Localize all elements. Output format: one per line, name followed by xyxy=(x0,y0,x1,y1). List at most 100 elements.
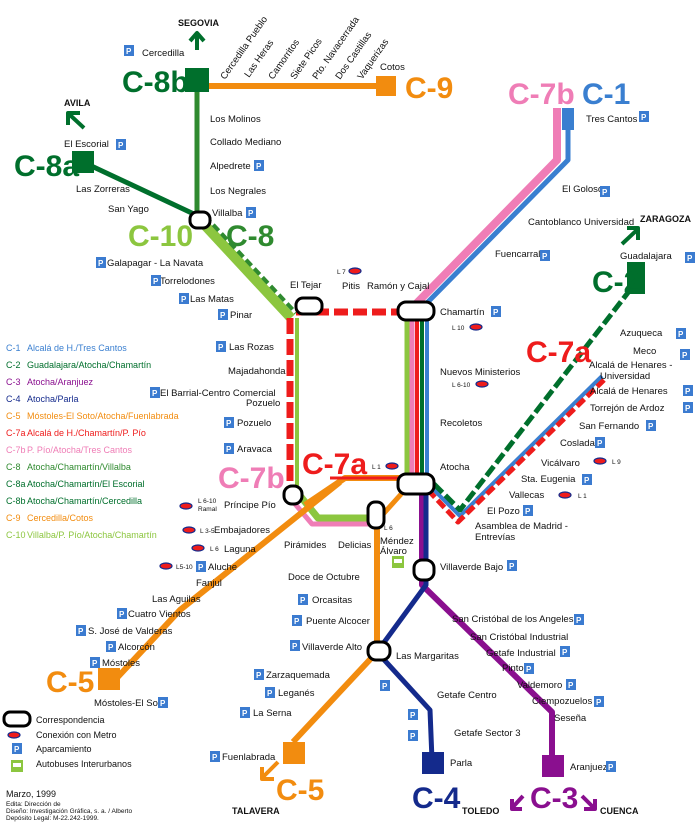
svg-text:C-9: C-9 xyxy=(6,513,21,523)
svg-text:P: P xyxy=(181,295,187,304)
svg-text:P: P xyxy=(118,141,124,150)
station-mostoles: Móstoles xyxy=(102,658,140,669)
parking-icon: P xyxy=(246,207,256,218)
interchange-principe-pio xyxy=(282,484,304,506)
svg-text:P: P xyxy=(212,753,218,762)
svg-text:C-10: C-10 xyxy=(6,530,26,540)
bus-icon xyxy=(392,556,404,568)
parking-icon: P xyxy=(560,646,570,657)
terminal-parla xyxy=(422,752,444,774)
station-getafe-sector3: Getafe Sector 3 xyxy=(454,728,521,739)
svg-text:Atocha/Parla: Atocha/Parla xyxy=(27,394,79,404)
station-collado-mediano: Collado Mediano xyxy=(210,137,281,148)
parking-icon: P xyxy=(540,250,550,261)
svg-text:Atocha/Chamartín/El Escorial: Atocha/Chamartín/El Escorial xyxy=(27,479,145,489)
metro-l5-10: L5-10 xyxy=(176,564,193,571)
footer-credit-1: Edita: Dirección de xyxy=(6,801,61,808)
label-c5-bottom: C-5 xyxy=(276,774,324,807)
line-c10-south xyxy=(294,489,370,522)
svg-text:Alcalá de H./Chamartín/P. Pío: Alcalá de H./Chamartín/P. Pío xyxy=(27,428,146,438)
parking-icon: P xyxy=(196,561,206,572)
station-getafe-ind: Getafe Industrial xyxy=(486,648,556,659)
svg-text:Aparcamiento: Aparcamiento xyxy=(36,744,92,754)
station-asamblea-1: Asamblea de Madrid - xyxy=(475,521,568,532)
station-coslada: Coslada xyxy=(560,438,596,449)
interchange-el-tejar xyxy=(294,296,324,316)
station-fanjul: Fanjul xyxy=(196,578,222,589)
svg-text:Móstoles-El Soto/Atocha/Fuenla: Móstoles-El Soto/Atocha/Fuenlabrada xyxy=(27,411,179,421)
footer-credit-2: Diseño: Investigación Gráfica, s. a. / A… xyxy=(6,808,132,815)
parking-icon: P xyxy=(380,680,390,691)
svg-text:P: P xyxy=(160,699,166,708)
parking-icon: P xyxy=(90,657,100,668)
station-orcasitas: Orcasitas xyxy=(312,595,352,606)
station-el-goloso: El Goloso xyxy=(562,184,603,195)
svg-text:Alcalá de H./Tres Cantos: Alcalá de H./Tres Cantos xyxy=(27,343,127,353)
parking-icon: P xyxy=(491,306,501,317)
svg-text:P: P xyxy=(126,47,132,56)
arrow-segovia xyxy=(188,31,206,50)
interchange-atocha xyxy=(396,472,436,496)
station-la-serna: La Serna xyxy=(253,708,292,719)
svg-text:P: P xyxy=(576,616,582,625)
label-c7b-top: C-7b xyxy=(508,78,575,111)
parking-icon: P xyxy=(218,309,228,320)
interchange-mendez-alvaro xyxy=(366,500,386,530)
svg-text:P: P xyxy=(685,387,691,396)
interchange-villaverde-bajo xyxy=(412,558,436,582)
svg-text:Atocha/Chamartín/Villalba: Atocha/Chamartín/Villalba xyxy=(27,462,131,472)
line-c3 xyxy=(419,488,555,760)
svg-text:P: P xyxy=(597,439,603,448)
metro-icon xyxy=(179,502,193,510)
parking-icon: P xyxy=(507,560,517,571)
parking-icon: P xyxy=(179,293,189,304)
legend-aparcamiento: P Aparcamiento xyxy=(12,743,92,754)
metro-l6-10-nuevos-ministerios: L 6-10 xyxy=(452,382,471,389)
metro-l3-5: L 3-5 xyxy=(200,528,215,535)
parking-icon: P xyxy=(685,252,695,263)
station-valdemoro: Valdemoro xyxy=(517,680,562,691)
parking-icon: P xyxy=(224,443,234,454)
station-guadalajara: Guadalajara xyxy=(620,251,672,262)
svg-text:P: P xyxy=(493,308,499,317)
svg-text:P: P xyxy=(562,648,568,657)
station-tres-cantos: Tres Cantos xyxy=(586,114,638,125)
station-mendez-alvaro-1: Méndez xyxy=(380,536,414,547)
station-majadahonda: Majadahonda xyxy=(228,366,286,377)
svg-text:P: P xyxy=(78,627,84,636)
label-c4: C-4 xyxy=(412,782,461,815)
svg-text:Cercedilla/Cotos: Cercedilla/Cotos xyxy=(27,513,94,523)
station-san-fernando: San Fernando xyxy=(579,421,639,432)
parking-icon: P xyxy=(116,139,126,150)
station-cuatro-vientos: Cuatro Vientos xyxy=(128,609,191,620)
station-ramon-cajal: Ramón y Cajal xyxy=(367,281,429,292)
station-getafe-centro: Getafe Centro xyxy=(437,690,497,701)
svg-text:Villalba/P. Pío/Atocha/Chamart: Villalba/P. Pío/Atocha/Chamartín xyxy=(27,530,157,540)
svg-text:Atocha/Chamartín/Cercedilla: Atocha/Chamartín/Cercedilla xyxy=(27,496,142,506)
station-los-molinos: Los Molinos xyxy=(210,114,261,125)
svg-text:P. Pío/Atocha/Tres Cantos: P. Pío/Atocha/Tres Cantos xyxy=(27,445,133,455)
svg-text:Correspondencia: Correspondencia xyxy=(36,715,105,725)
station-los-negrales: Los Negrales xyxy=(210,186,266,197)
parking-icon: P xyxy=(408,730,418,741)
svg-text:P: P xyxy=(248,209,254,218)
metro-l10-chamartin: L 10 xyxy=(452,325,465,332)
station-san-cristobal-angeles: San Cristóbal de los Angeles xyxy=(452,614,574,625)
station-pinto: Pinto xyxy=(502,663,524,674)
station-torrelodones: Torrelodones xyxy=(160,276,215,287)
svg-text:C-1: C-1 xyxy=(6,343,21,353)
parking-icon: P xyxy=(151,275,161,286)
arrow-talavera xyxy=(260,760,280,781)
station-alcala-univ-1: Alcalá de Henares - xyxy=(589,360,672,371)
svg-text:P: P xyxy=(525,507,531,516)
metro-l6-laguna: L 6 xyxy=(210,546,219,553)
station-zarzaquemada: Zarzaquemada xyxy=(266,670,331,681)
parking-icon: P xyxy=(117,608,127,619)
station-las-rozas: Las Rozas xyxy=(229,342,274,353)
svg-text:P: P xyxy=(382,682,388,691)
